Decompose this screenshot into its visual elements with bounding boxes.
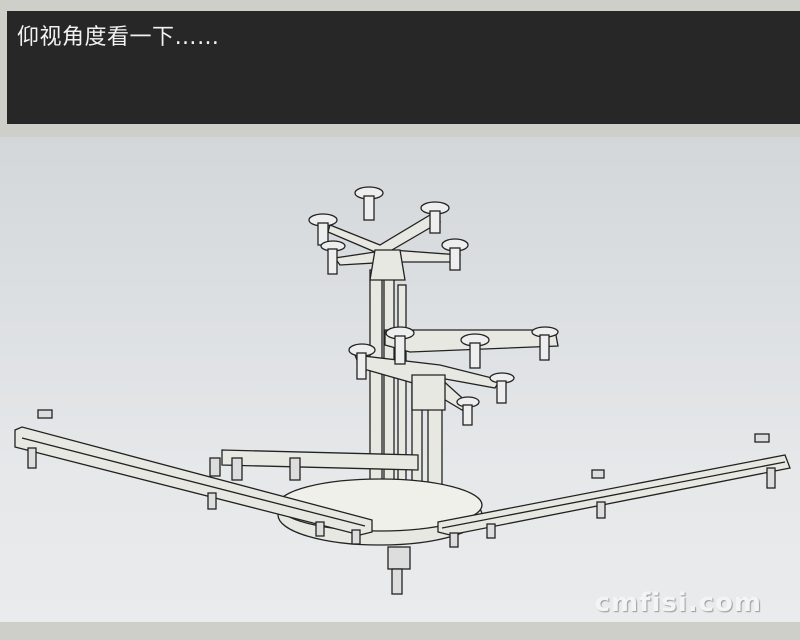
left-plate [221, 449, 419, 471]
upper-spider [308, 186, 469, 281]
cad-render-area: cmfisi.com [0, 137, 800, 622]
caption-text: 仰视角度看一下…… [17, 25, 220, 50]
spider-fitting-render [14, 186, 791, 595]
middle-spider [348, 326, 559, 426]
bolts [27, 409, 776, 595]
vertical-posts [369, 269, 443, 486]
caption-bar: 仰视角度看一下…… [7, 11, 800, 124]
watermark: cmfisi.com [594, 588, 762, 618]
left-arm [14, 426, 373, 536]
